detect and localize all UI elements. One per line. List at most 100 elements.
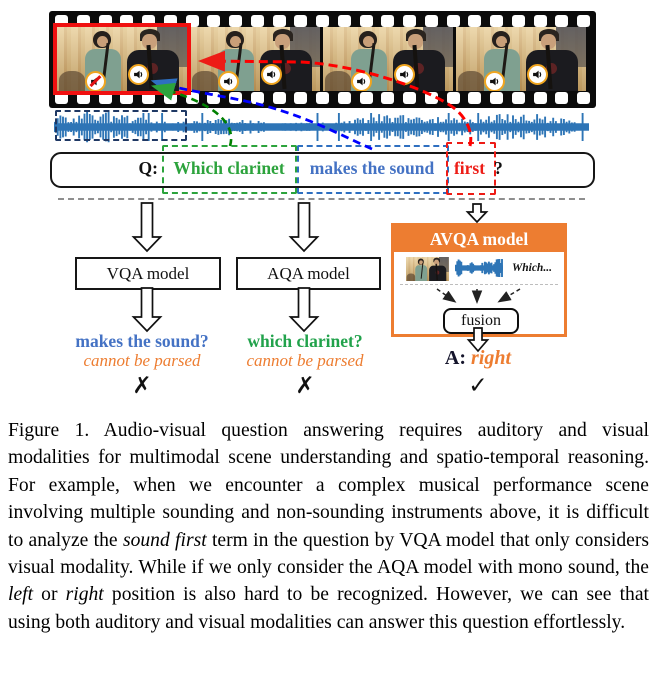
speaker-on-icon: [394, 64, 415, 85]
avqa-model-title: AVQA model: [394, 226, 564, 252]
sprocket-hole: [490, 15, 503, 27]
sprocket-hole: [55, 92, 68, 104]
sprocket-hole: [163, 15, 177, 27]
sprocket-hole: [403, 15, 416, 27]
background-object: [458, 71, 484, 91]
background-equipment: [439, 257, 449, 272]
video-frame-1: [57, 27, 187, 91]
sprocket-hole: [185, 15, 199, 27]
question-segment-audio: makes the sound: [309, 158, 435, 178]
right-player-face: [434, 259, 439, 266]
sprocket-hole: [577, 92, 590, 104]
sprocket-hole: [337, 15, 351, 27]
fusion-box: fusion: [443, 308, 519, 334]
sprocket-hole: [142, 15, 155, 27]
speaker-muted-icon: [85, 71, 106, 91]
sprocket-hole: [381, 92, 395, 104]
hollow-down-arrow: [131, 287, 163, 333]
video-frame-2: [190, 27, 320, 91]
sprocket-hole: [272, 15, 286, 27]
sprocket-hole: [511, 92, 525, 104]
sprocket-hole: [533, 15, 547, 27]
sprocket-hole: [272, 92, 286, 104]
sprocket-hole: [403, 92, 416, 104]
sprocket-hole: [359, 92, 373, 104]
check-mark-icon: ✓: [468, 373, 488, 399]
sprocket-hole: [250, 15, 264, 27]
sprocket-hole: [424, 15, 438, 27]
left-player-face: [419, 260, 423, 265]
right-player-face: [541, 34, 556, 49]
video-frame-3: [323, 27, 453, 91]
avqa-thumbnail-scene: [406, 257, 449, 281]
sprocket-hole: [229, 92, 242, 104]
background-object: [59, 71, 85, 91]
sprocket-hole: [424, 92, 438, 104]
question-suffix: ?: [494, 158, 503, 178]
sprocket-hole: [120, 15, 134, 27]
sprocket-hole: [359, 15, 373, 27]
question-segment-visual: Which clarinet: [173, 158, 285, 178]
sprocket-hole: [250, 92, 264, 104]
sprocket-hole: [98, 15, 112, 27]
sprocket-hole: [446, 15, 460, 27]
caption-text: term in the question by VQA model that o…: [8, 529, 649, 579]
question-box: [50, 152, 595, 188]
caption-italic-term: right: [65, 584, 104, 606]
question-segment-temporal: first: [453, 158, 486, 178]
sprocket-hole: [142, 92, 155, 104]
background-object: [192, 71, 218, 91]
left-player-face: [363, 36, 374, 47]
sprocket-hole: [207, 92, 221, 104]
sprocket-hole: [229, 15, 242, 27]
waveform-selection-box: [55, 110, 187, 141]
sprocket-holes-bottom: [55, 92, 590, 104]
hollow-down-arrow: [131, 202, 163, 253]
caption-italic-term: sound first: [122, 529, 207, 551]
sprocket-hole: [316, 15, 329, 27]
sprocket-hole: [294, 15, 308, 27]
right-player-face: [142, 34, 157, 49]
left-player-face: [496, 36, 507, 47]
hollow-down-arrow: [465, 203, 489, 224]
aqa-error-text: cannot be parsed: [246, 351, 364, 370]
hollow-down-arrow: [288, 202, 320, 253]
caption-text: position is also hard to be recognized. …: [8, 584, 649, 633]
sprocket-hole: [98, 92, 112, 104]
filmstrip: [49, 11, 596, 108]
caption-text: or: [33, 584, 66, 606]
split-dashed-line: [58, 198, 585, 200]
speaker-on-icon: [527, 64, 548, 85]
sprocket-hole: [207, 15, 221, 27]
shirt-logo: [147, 63, 158, 74]
sprocket-hole: [381, 15, 395, 27]
sprocket-hole: [468, 15, 482, 27]
speaker-on-icon: [351, 71, 372, 91]
avqa-waveform-thumbnail: [455, 259, 503, 277]
right-player-face: [275, 34, 290, 49]
sprocket-hole: [120, 92, 134, 104]
sprocket-hole: [55, 15, 68, 27]
background-object: [325, 71, 351, 91]
avqa-answer: A:right: [385, 347, 571, 370]
left-player-face: [230, 36, 241, 47]
sprocket-hole: [76, 92, 90, 104]
sprocket-hole: [511, 15, 525, 27]
sprocket-hole: [163, 92, 177, 104]
sprocket-hole: [76, 15, 90, 27]
avqa-separator: [400, 284, 558, 285]
hollow-down-arrow: [288, 287, 320, 333]
sprocket-hole: [533, 92, 547, 104]
sprocket-hole: [577, 15, 590, 27]
right-player-face: [408, 34, 423, 49]
speaker-on-icon: [261, 64, 282, 85]
speaker-on-icon: [218, 71, 239, 91]
caption-italic-term: left: [8, 584, 34, 606]
answer-prefix: A:: [444, 347, 467, 369]
sprocket-hole: [555, 15, 569, 27]
sprocket-hole: [490, 92, 503, 104]
caption-text: Figure 1. Audio-visual question answerin…: [8, 420, 649, 551]
aqa-output-text: which clarinet?: [247, 331, 363, 351]
cross-mark-icon: ✗: [295, 373, 315, 399]
